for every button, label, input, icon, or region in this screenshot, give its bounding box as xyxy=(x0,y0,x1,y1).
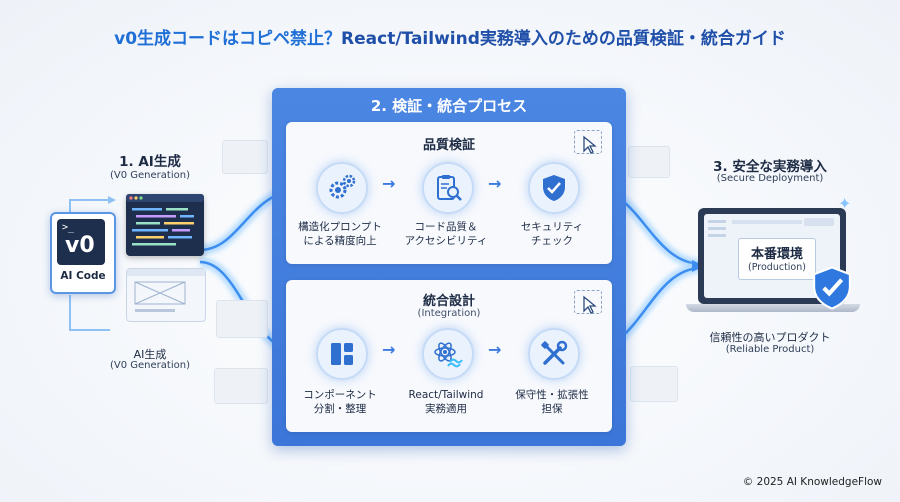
step-label-line: 分割・整理 xyxy=(313,403,367,415)
laptop: 本番環境 (Production) ✦ xyxy=(686,194,860,320)
step-label-line: 実務適用 xyxy=(425,403,467,415)
shield-check-icon xyxy=(528,162,580,214)
step-label-line: 保守性・拡張性 xyxy=(515,389,589,401)
step-label-line: チェック xyxy=(531,235,573,247)
step-label: 保守性・拡張性担保 xyxy=(497,388,607,416)
arrow-icon: → xyxy=(488,340,502,359)
left-heading: 1. AI生成 xyxy=(119,154,181,170)
tools-icon xyxy=(528,328,580,380)
integration-card: 統合設計 (Integration) → → xyxy=(286,280,612,432)
ai-code-label: AI Code xyxy=(60,270,106,282)
right-caption-sub: (Reliable Product) xyxy=(725,344,815,355)
code-window xyxy=(126,194,204,256)
ghost-window xyxy=(216,300,268,338)
ghost-window xyxy=(222,140,268,174)
layout-icon xyxy=(316,328,368,380)
step-label-line: による精度向上 xyxy=(303,235,377,247)
left-caption-main: AI生成 xyxy=(133,348,167,361)
title-rest: React/Tailwind実務導入のための品質検証・統合ガイド xyxy=(341,29,786,49)
v0-logo-tile: >_ v0 xyxy=(57,219,105,265)
terminal-prompt-icon: >_ xyxy=(62,222,75,233)
react-tailwind-icon xyxy=(422,328,474,380)
step-label: セキュリティチェック xyxy=(497,220,607,248)
sparkle-icon: ✦ xyxy=(838,194,852,213)
left-caption-sub: (V0 Generation) xyxy=(110,360,190,371)
ghost-window xyxy=(628,146,670,178)
copyright: © 2025 AI KnowledgeFlow xyxy=(742,476,882,488)
process-title: 2. 検証・統合プロセス xyxy=(370,97,528,115)
quality-card: 品質検証 → → 構造化プロンプトによる精度向上 コード品質＆アクセシビリティ … xyxy=(286,122,612,264)
clipboard-search-icon xyxy=(422,162,474,214)
right-caption-main: 信頼性の高いプロダクト xyxy=(709,331,831,344)
left-subheading: (V0 Generation) xyxy=(110,170,190,181)
laptop-base xyxy=(686,304,860,312)
production-box: 本番環境 (Production) xyxy=(738,238,816,280)
production-subtitle: (Production) xyxy=(748,262,806,273)
screen-content: 本番環境 (Production) xyxy=(704,214,840,298)
quality-title: 品質検証 xyxy=(422,138,475,153)
step-label: コード品質＆ アクセシビリティ xyxy=(391,220,501,248)
step-label-line: コンポーネント xyxy=(303,389,377,401)
production-title: 本番環境 xyxy=(750,247,803,262)
right-heading: 3. 安全な実務導入 xyxy=(713,159,827,175)
step-label-line: コード品質＆ xyxy=(414,221,478,233)
step-label-line: 構造化プロンプト xyxy=(298,221,382,233)
v0-logo: v0 xyxy=(65,233,95,258)
arrow-icon: → xyxy=(488,174,502,193)
page-title: v0生成コードはコピペ禁止？React/Tailwind実務導入のための品質検証… xyxy=(0,24,900,49)
step-label-line: 担保 xyxy=(541,403,563,415)
ai-code-card: >_ v0 AI Code xyxy=(50,212,116,294)
step-label: 構造化プロンプトによる精度向上 xyxy=(285,220,395,248)
step-label: コンポーネント分割・整理 xyxy=(285,388,395,416)
pointer-click-icon xyxy=(574,290,602,314)
step-label-line: セキュリティ xyxy=(520,221,584,233)
step-label-line: アクセシビリティ xyxy=(404,235,488,247)
shield-check-icon xyxy=(810,264,854,316)
ghost-window xyxy=(630,366,678,402)
pointer-click-icon xyxy=(574,130,602,154)
gears-icon xyxy=(316,162,368,214)
right-subheading: (Secure Deployment) xyxy=(716,173,824,184)
arrow-icon: → xyxy=(382,340,396,359)
wireframe-window xyxy=(126,268,206,322)
ghost-window xyxy=(214,368,268,404)
arrow-icon: → xyxy=(382,174,396,193)
integration-subtitle: (Integration) xyxy=(417,308,481,319)
integration-title: 統合設計 xyxy=(422,294,475,309)
step-label: React/Tailwind 実務適用 xyxy=(391,388,501,416)
title-prefix: v0生成コードはコピペ禁止？ xyxy=(114,29,342,49)
step-label-line: React/Tailwind xyxy=(408,389,484,401)
